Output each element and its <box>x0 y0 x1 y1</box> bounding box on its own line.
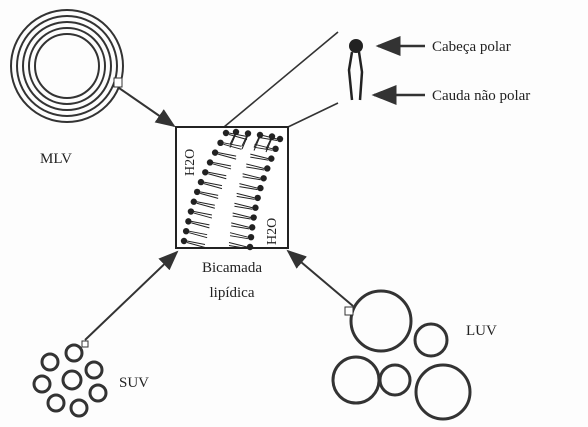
bilayer-box: H2O H2O <box>176 127 288 250</box>
zoom-line-top <box>224 32 338 127</box>
mlv-label: MLV <box>40 151 72 167</box>
mlv-vesicle <box>11 10 123 122</box>
tail-label: Cauda não polar <box>432 88 530 104</box>
water-label-top: H2O <box>183 149 198 176</box>
arrow-suv <box>85 252 177 340</box>
arrow-luv <box>288 251 353 306</box>
luv-vesicles <box>333 291 470 419</box>
luv-label: LUV <box>466 323 497 339</box>
suv-vesicles <box>34 341 106 416</box>
water-label-bottom: H2O <box>265 218 280 245</box>
zoom-line-bottom <box>288 103 338 127</box>
head-label: Cabeça polar <box>432 39 511 55</box>
bilayer-label-line2: lipídica <box>210 285 255 301</box>
arrow-mlv <box>119 88 174 126</box>
suv-label: SUV <box>119 375 149 391</box>
bilayer-label-line1: Bicamada <box>202 260 262 276</box>
lipid-molecule-icon <box>349 39 363 100</box>
